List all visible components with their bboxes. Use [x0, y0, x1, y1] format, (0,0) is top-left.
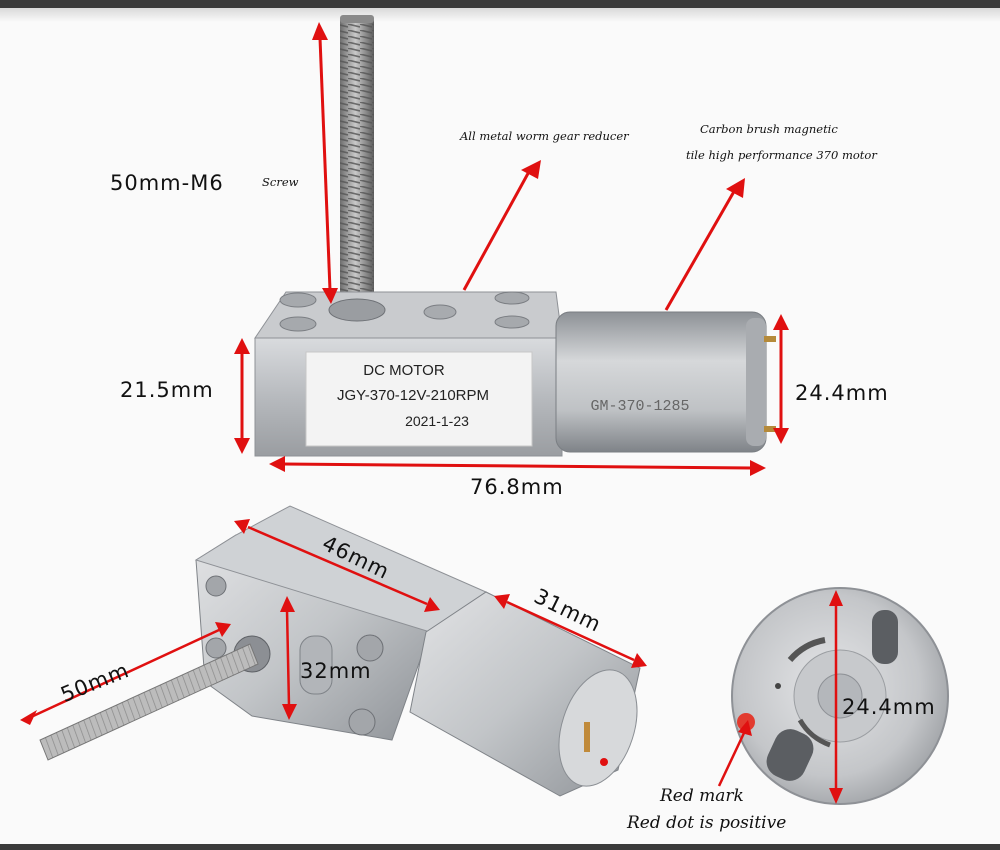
shaft-length-arrow — [30, 628, 220, 719]
red-dot-label: Red dot is positive — [626, 813, 786, 833]
top-frame-bar — [0, 0, 1000, 8]
top-motor-can: GM-370-1285 — [555, 311, 776, 453]
red-mark-pointer — [717, 732, 746, 787]
motor-note-line-2: tile high performance 370 motor — [686, 148, 878, 162]
angled-dimension-arrows — [20, 519, 647, 725]
motor-length-arrow — [506, 600, 635, 662]
angled-motor-photo — [39, 505, 641, 797]
motor-sticker: DC MOTOR JGY-370-12V-210RPM 2021-1-23 — [305, 351, 533, 447]
screw-arrow-head-bottom — [322, 288, 338, 304]
end-diameter-label: 24.4mm — [842, 695, 936, 719]
motor-pointer — [664, 187, 738, 311]
worm-gear-pointer — [462, 167, 533, 291]
screw-arrow-head-top — [312, 22, 328, 40]
top-motor-photo: DC MOTOR JGY-370-12V-210RPM 2021-1-23 GM… — [254, 15, 776, 457]
angled-shaft — [39, 643, 259, 761]
gearbox-height-label: 21.5mm — [120, 378, 214, 402]
sticker-line-3: 2021-1-23 — [405, 413, 469, 429]
motor-end-view — [731, 587, 949, 805]
worm-gear-note: All metal worm gear reducer — [459, 129, 630, 143]
motor-diameter-label: 24.4mm — [795, 381, 889, 405]
red-mark-label: Red mark — [659, 786, 744, 806]
angled-gearbox-top — [194, 505, 488, 633]
motor-diameter-head-top — [773, 314, 789, 330]
angled-motor-can — [409, 591, 641, 797]
top-frame-shadow — [0, 8, 1000, 22]
end-view-arrows — [717, 590, 843, 804]
screw-length-label: 50mm-M6 — [110, 171, 224, 195]
total-length-head-right — [750, 460, 766, 476]
top-dimension-arrows — [234, 22, 789, 476]
worm-gear-arrow-head — [521, 160, 541, 179]
motor-note-line-1: Carbon brush magnetic — [700, 122, 838, 136]
shaft-length-label: 50mm — [57, 658, 132, 707]
gearbox-height-head-bottom — [234, 438, 250, 454]
red-dot-marker — [737, 713, 755, 731]
total-length-label: 76.8mm — [470, 475, 564, 499]
sticker-line-1: DC MOTOR — [363, 362, 445, 379]
motor-arrow-head — [726, 178, 745, 198]
gearbox-length-arrow — [247, 525, 428, 606]
motor-body-text: GM-370-1285 — [590, 398, 689, 415]
screw-word-label: Screw — [262, 175, 299, 189]
top-screw — [340, 15, 374, 300]
total-length-arrow — [282, 462, 753, 470]
screw-length-arrow — [318, 37, 332, 291]
motor-diameter-head-bottom — [773, 428, 789, 444]
gearbox-width-label: 32mm — [300, 659, 372, 683]
bottom-frame-bar — [0, 844, 1000, 850]
gearbox-height-head-top — [234, 338, 250, 354]
sticker-line-2: JGY-370-12V-210RPM — [337, 387, 489, 404]
total-length-head-left — [269, 456, 285, 472]
gearbox-width-arrow — [285, 609, 291, 707]
